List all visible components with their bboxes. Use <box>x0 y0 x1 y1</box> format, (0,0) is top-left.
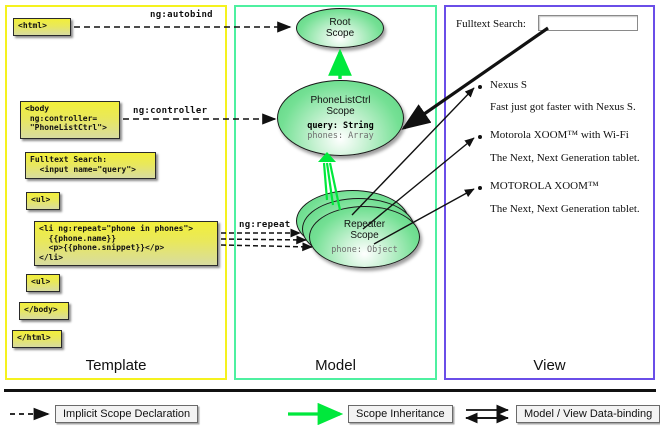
list-item-name: MOTOROLA XOOM™ <box>490 180 599 192</box>
code-box-body-close: </body> <box>19 302 69 320</box>
code-box-ul-open: <ul> <box>26 192 60 210</box>
edge-label-ng-repeat: ng:repeat <box>239 220 291 230</box>
edge-label-ng-controller: ng:controller <box>133 106 208 116</box>
list-bullet <box>478 135 482 139</box>
view-search-label: Fulltext Search: <box>456 18 526 30</box>
scope-repeater-title: Repeater Scope <box>343 219 386 241</box>
scope-repeater-props: phone: Object <box>331 245 398 255</box>
legend-item-implicit-scope-declaration: Implicit Scope Declaration <box>55 405 199 423</box>
scope-phonelistctrl-props: query: String phones: Array <box>307 121 374 141</box>
code-box-body-open: <body ng:controller= "PhoneListCtrl"> <box>20 101 120 139</box>
list-bullet <box>478 85 482 89</box>
code-box-html-close: </html> <box>12 330 62 348</box>
column-view: View <box>444 5 655 380</box>
scope-prop-phones: phones: Array <box>307 131 374 141</box>
legend-arrow-double <box>465 404 509 424</box>
list-item-snippet: The Next, Next Generation tablet. <box>490 203 640 215</box>
edge-label-ng-autobind: ng:autobind <box>150 10 213 20</box>
scope-phonelistctrl: PhoneListCtrl Scope query: String phones… <box>277 80 404 156</box>
scope-phonelistctrl-title: PhoneListCtrl Scope <box>310 95 371 117</box>
scope-repeater: Repeater Scope phone: Object <box>309 206 420 268</box>
scope-prop-query: query: String <box>307 121 374 131</box>
code-box-html-open: <html> <box>13 18 71 36</box>
legend-divider <box>4 389 656 392</box>
column-label-model: Model <box>315 357 356 374</box>
column-label-view: View <box>533 357 566 374</box>
list-bullet <box>478 186 482 190</box>
legend-item-model-view-data-binding: Model / View Data-binding <box>516 405 660 423</box>
list-item-snippet: Fast just got faster with Nexus S. <box>490 101 636 113</box>
scope-root: Root Scope <box>296 8 384 48</box>
scope-root-title: Root Scope <box>325 17 355 39</box>
column-label-template: Template <box>85 357 147 374</box>
code-box-li-repeat: <li ng:repeat="phone in phones"> {{phone… <box>34 221 218 266</box>
code-box-ul-close: <ul> <box>26 274 60 292</box>
list-item-snippet: The Next, Next Generation tablet. <box>490 152 640 164</box>
legend-item-scope-inheritance: Scope Inheritance <box>348 405 453 423</box>
list-item-name: Motorola XOOM™ with Wi-Fi <box>490 129 629 141</box>
search-input[interactable] <box>538 15 638 31</box>
scope-prop-phone: phone: Object <box>331 245 398 255</box>
code-box-search-markup: Fulltext Search: <input name="query"> <box>25 152 156 179</box>
list-item-name: Nexus S <box>490 79 527 91</box>
